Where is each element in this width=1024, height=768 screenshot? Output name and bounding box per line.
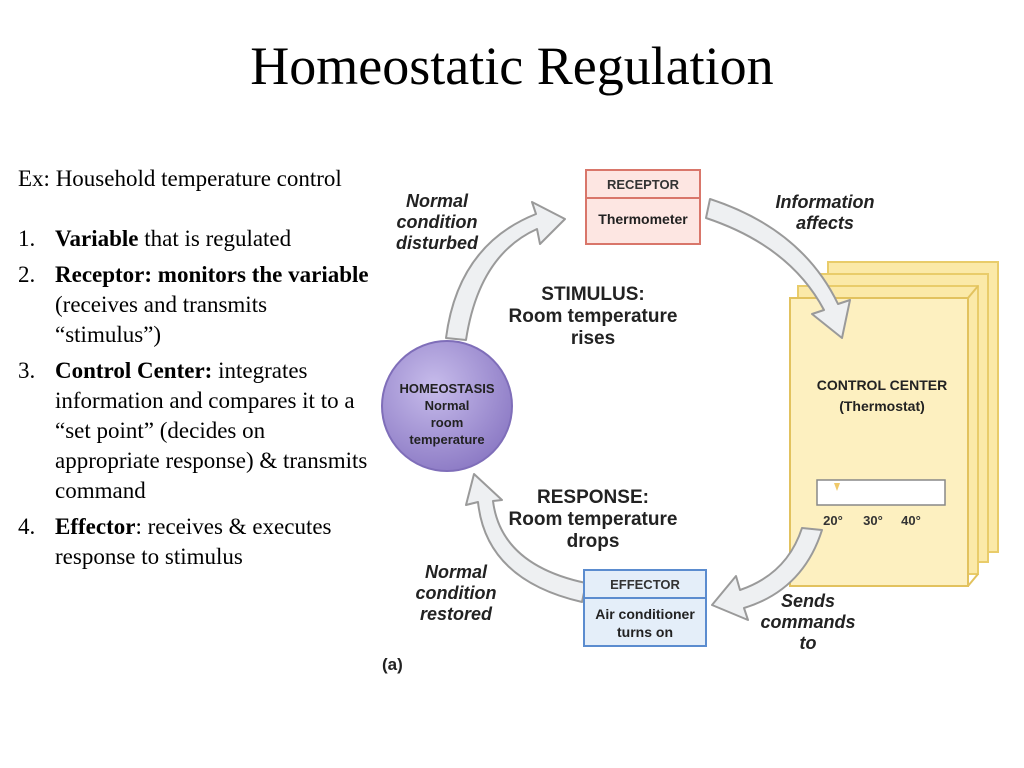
scale-label: 40° (901, 513, 921, 528)
homeostasis-line3: room (431, 415, 464, 430)
label-sends-line2: commands (760, 612, 855, 632)
item-text: that is regulated (138, 226, 292, 251)
item-body: Variable that is regulated (55, 224, 370, 254)
item-number: 3. (18, 358, 36, 383)
scale-label: 20° (823, 513, 843, 528)
list-item-control-center: 3. Control Center: integrates informatio… (18, 356, 370, 506)
response-line3: drops (567, 531, 620, 552)
item-body: Control Center: integrates information a… (55, 356, 370, 506)
arrow-to-effector (711, 527, 823, 621)
intro-text: Ex: Household temperature control (18, 166, 342, 191)
arrow-to-receptor (445, 201, 566, 341)
response-title: RESPONSE: (537, 487, 649, 508)
list-item-effector: 4. Effector: receives & executes respons… (18, 512, 370, 572)
label-disturbed-line2: condition (397, 212, 478, 232)
label-disturbed-line1: Normal (406, 191, 469, 211)
control-center-title: CONTROL CENTER (817, 377, 947, 393)
item-text: integrates information and compares it t… (55, 358, 368, 503)
item-keyword: Effector (55, 514, 136, 539)
stimulus-label: STIMULUS: Room temperature rises (509, 284, 678, 349)
receptor-body: Thermometer (598, 211, 688, 227)
item-keyword: Variable (55, 226, 139, 251)
homeostasis-circle: HOMEOSTASIS Normal room temperature (381, 340, 513, 472)
label-sends-line3: to (800, 633, 817, 653)
item-text: (receives and transmits “stimulus”) (55, 292, 268, 347)
label-disturbed-line3: disturbed (396, 233, 479, 253)
arrow-to-control-center (705, 198, 851, 339)
arrow-to-homeostasis (465, 473, 587, 603)
response-line2: Room temperature (509, 509, 678, 530)
receptor-box: RECEPTOR Thermometer (585, 169, 701, 245)
effector-box: EFFECTOR Air conditioner turns on (583, 569, 707, 647)
item-keyword: Control Center: (55, 358, 213, 383)
stimulus-line3: rises (571, 328, 615, 349)
receptor-title: RECEPTOR (607, 177, 680, 192)
item-number: 2. (18, 262, 36, 287)
item-body: Effector: receives & executes response t… (55, 512, 370, 572)
label-restored-line1: Normal (425, 562, 488, 582)
list-item-receptor: 2. Receptor: monitors the variable (rece… (18, 260, 370, 350)
homeostasis-line2: Normal (425, 398, 470, 413)
item-text: : receives & executes response to stimul… (55, 514, 332, 569)
homeostasis-title: HOMEOSTASIS (399, 381, 494, 396)
item-keyword: Receptor: monitors the variable (55, 262, 369, 287)
thermostat-pointer (834, 483, 840, 491)
control-center-subtitle: (Thermostat) (839, 398, 925, 414)
response-label: RESPONSE: Room temperature drops (509, 487, 678, 552)
effector-title: EFFECTOR (610, 577, 680, 592)
label-information-line1: Information (776, 192, 875, 212)
cycle-arrows (445, 198, 851, 621)
slide-title: Homeostatic Regulation (250, 36, 774, 96)
item-number: 4. (18, 514, 36, 539)
scale-label: 30° (863, 513, 883, 528)
stimulus-title: STIMULUS: (541, 284, 644, 305)
homeostasis-line4: temperature (409, 432, 484, 447)
item-body: Receptor: monitors the variable (receive… (55, 260, 370, 350)
label-restored-line2: condition (416, 583, 497, 603)
effector-body-line1: Air conditioner (595, 606, 695, 622)
list-item-variable: 1. Variable that is regulated (18, 224, 370, 254)
explanation-text: Ex: Household temperature control 1. Var… (18, 164, 370, 578)
label-information-line2: affects (796, 213, 854, 233)
label-restored-line3: restored (420, 604, 493, 624)
item-number: 1. (18, 226, 36, 251)
label-sends-line1: Sends (781, 591, 835, 611)
effector-body-line2: turns on (617, 624, 673, 640)
stimulus-line2: Room temperature (509, 306, 678, 327)
control-center-book: CONTROL CENTER (Thermostat) 20° 30° 40° (789, 261, 999, 587)
figure-label: (a) (382, 655, 403, 674)
arrow-annotations: Normal condition disturbed Information a… (396, 191, 875, 653)
